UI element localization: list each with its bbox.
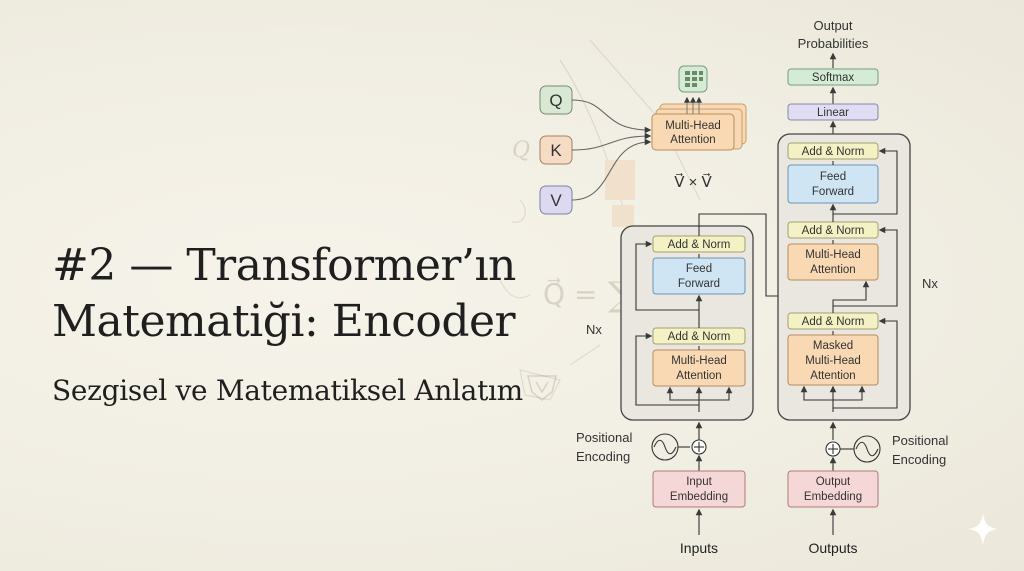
output-probabilities-line2: Probabilities <box>798 36 869 51</box>
decoder-add-norm-1-label: Add & Norm <box>802 146 865 158</box>
inset-mha-line2: Attention <box>670 134 715 146</box>
q-label: Q <box>549 91 562 110</box>
encoder-ff-line2: Forward <box>678 278 720 290</box>
decoder-masked-line2: Multi-Head <box>805 355 861 367</box>
decoder-pos-line1: Positional <box>892 433 948 448</box>
plus-circle-icon <box>691 439 707 455</box>
inset-mha-line1: Multi-Head <box>665 120 721 132</box>
encoder-add-norm-bottom-label: Add & Norm <box>668 331 731 343</box>
ghost-formula-lhs: Q⃗ = <box>543 277 597 311</box>
encoder-add-norm-top-label: Add & Norm <box>668 239 731 251</box>
grid-icon <box>678 65 708 93</box>
decoder-mha-line2: Attention <box>810 264 855 276</box>
decoder-ff-line1: Feed <box>820 171 846 183</box>
decoder-add-norm-2-label: Add & Norm <box>802 225 865 237</box>
decoder-repeat-label: Nx <box>922 276 938 291</box>
decoder-add-norm-1 <box>787 142 879 160</box>
decoder: Output Probabilities Softmax Linear Nx A… <box>777 18 948 556</box>
encoder-repeat-label: Nx <box>586 322 602 337</box>
softmax-box <box>787 68 879 86</box>
encoder: Nx Add & Norm Feed Forward Add & Norm Mu… <box>576 213 837 556</box>
sine-wave-icon <box>853 435 881 463</box>
output-probabilities-line1: Output <box>813 18 852 33</box>
output-embedding-line1: Output <box>816 476 851 488</box>
linear-box <box>787 103 879 121</box>
ghost-q: Q <box>512 138 530 163</box>
input-embedding <box>652 470 746 508</box>
inputs-label: Inputs <box>680 540 718 556</box>
encoder-pos-line1: Positional <box>576 430 632 445</box>
subtitle: Sezgisel ve Matematiksel Anlatım <box>52 374 523 407</box>
outputs-label: Outputs <box>808 540 857 556</box>
sparkle-icon <box>968 513 998 545</box>
linear-label: Linear <box>817 107 849 119</box>
output-embedding <box>787 470 879 508</box>
decoder-pos-line2: Encoding <box>892 452 946 467</box>
k-label: K <box>550 141 562 160</box>
encoder-mha-line2: Attention <box>676 370 721 382</box>
input-embedding-line2: Embedding <box>670 491 728 503</box>
encoder-stack <box>620 225 754 421</box>
v-label: V <box>550 191 562 210</box>
title-line-2: Matematiği: Encoder <box>52 296 516 347</box>
decoder-add-norm-3-label: Add & Norm <box>802 316 865 328</box>
encoder-mha-line1: Multi-Head <box>671 355 727 367</box>
inset-caption: V⃗ × V⃗ <box>674 172 712 191</box>
input-embedding-line1: Input <box>686 476 712 488</box>
encoder-pos-line2: Encoding <box>576 449 630 464</box>
plus-circle-icon <box>825 441 841 457</box>
decoder-masked-line3: Attention <box>810 370 855 382</box>
title-line-1: #2 — Transformer’ın <box>52 240 516 291</box>
encoder-ff-line1: Feed <box>686 263 712 275</box>
output-embedding-line2: Embedding <box>804 491 862 503</box>
decoder-ff-line2: Forward <box>812 186 854 198</box>
softmax-label: Softmax <box>812 72 854 84</box>
decoder-masked-line1: Masked <box>813 340 853 352</box>
attention-inset: Q K V Multi-Head Attention V⃗ × V⃗ <box>539 65 747 215</box>
decoder-mha-line1: Multi-Head <box>805 249 861 261</box>
sine-wave-icon <box>651 433 679 461</box>
shield-icon <box>535 381 549 394</box>
